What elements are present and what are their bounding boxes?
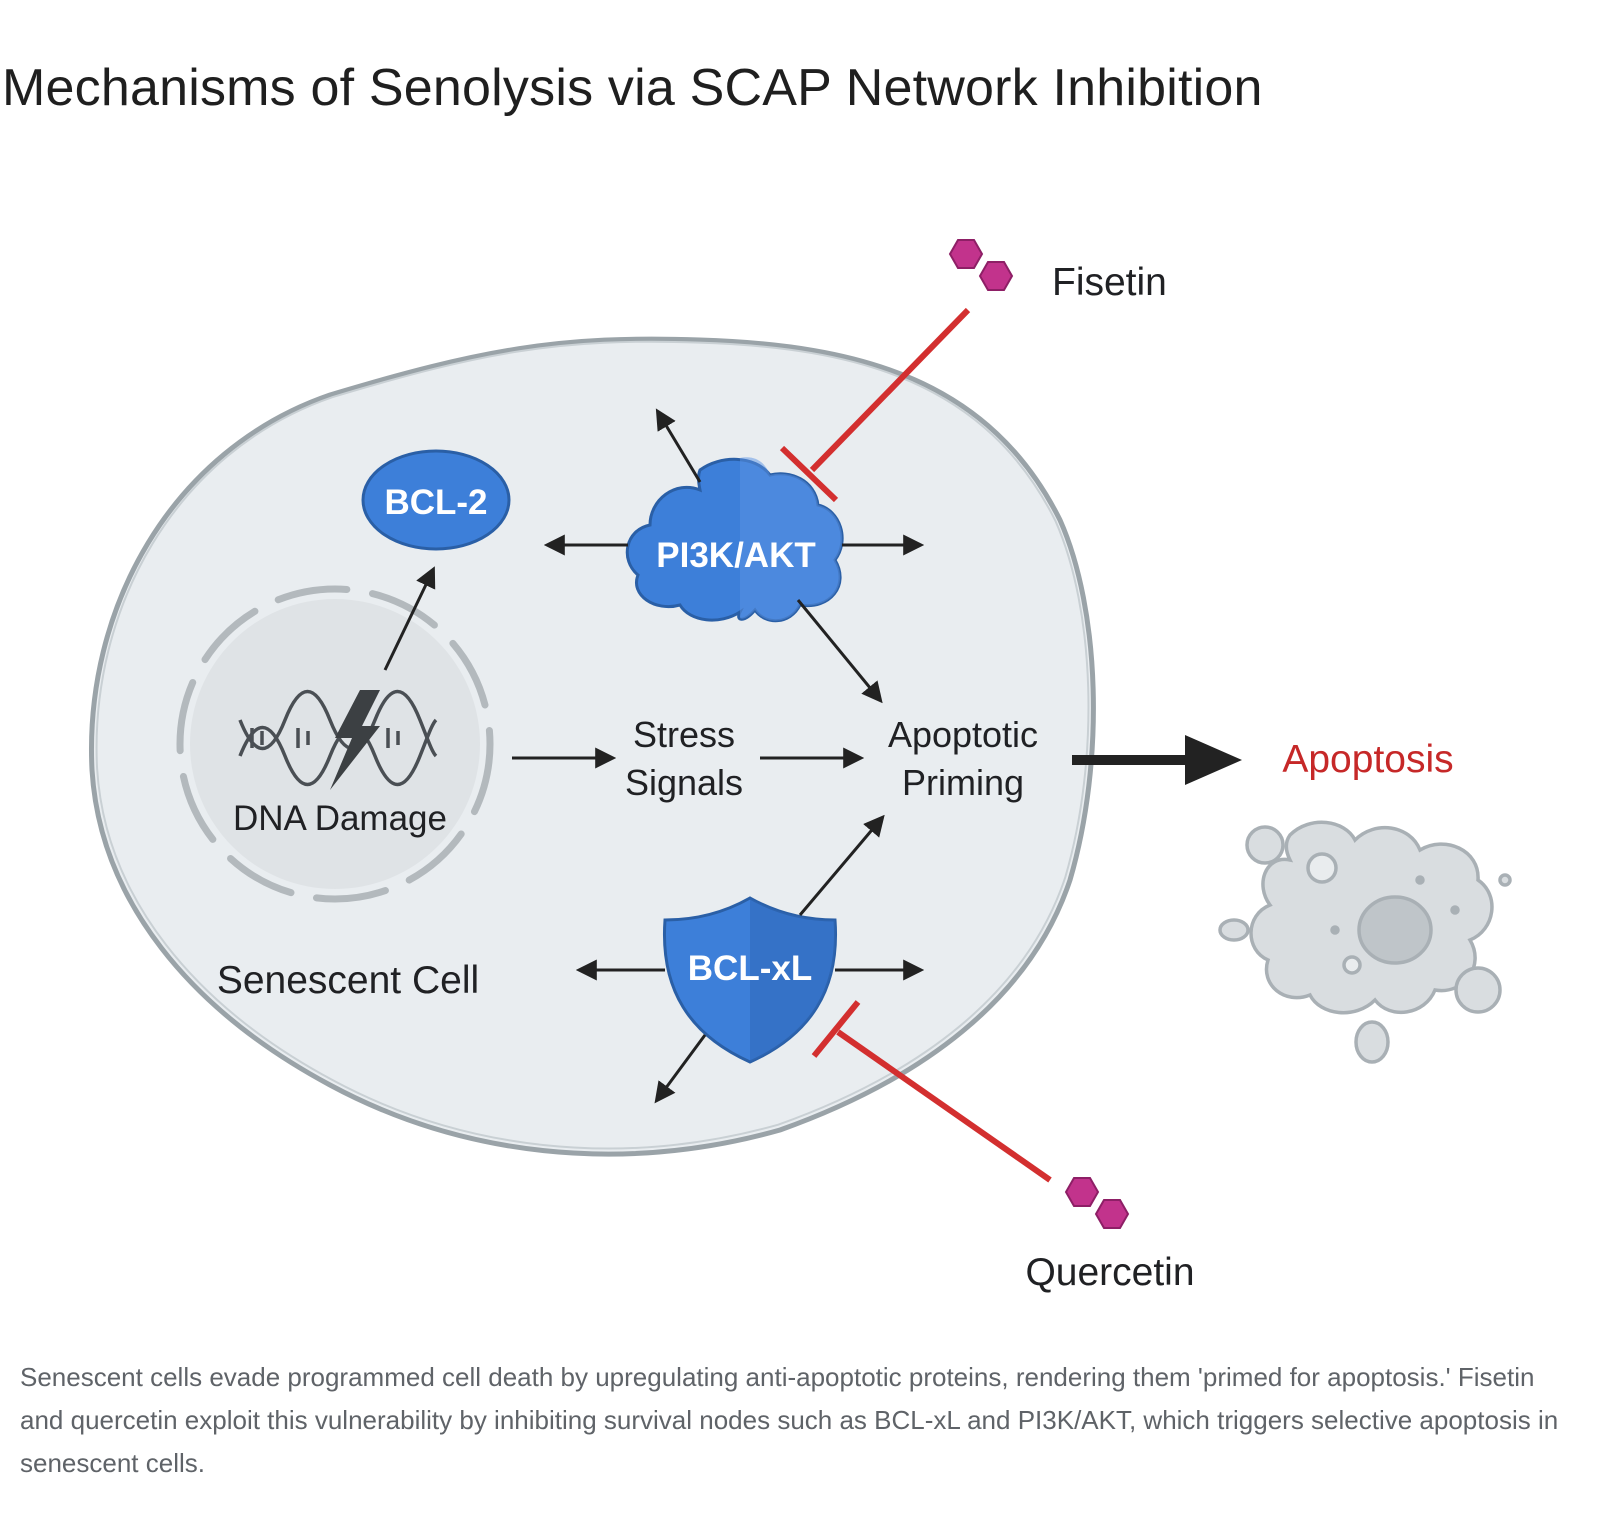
quercetin-label: Quercetin — [1025, 1251, 1194, 1294]
bcl2-label: BCL-2 — [384, 483, 487, 522]
bcl2-node: BCL-2 — [361, 449, 511, 551]
page-title: Mechanisms of Senolysis via SCAP Network… — [2, 59, 1263, 117]
quercetin-inhibition — [811, 1000, 1052, 1183]
stress-signals-label-line2: Signals — [625, 762, 743, 803]
bcl-xl-node: BCL-xL — [662, 896, 838, 1064]
quercetin-molecule-icon — [1064, 1177, 1130, 1229]
senolysis-diagram: DNA Damage BCL-2 PI3K/AKT Stress Signals… — [88, 239, 1512, 1294]
dna-helix-icon — [238, 689, 438, 787]
bcl-xl-label: BCL-xL — [688, 949, 812, 988]
pi3k-akt-label: PI3K/AKT — [656, 536, 815, 575]
apoptotic-priming-label-line2: Priming — [902, 762, 1024, 803]
senescent-cell-label: Senescent Cell — [217, 959, 479, 1002]
fisetin-molecule-icon — [948, 239, 1014, 291]
pi3k-akt-node: PI3K/AKT — [625, 457, 844, 623]
fisetin-label: Fisetin — [1052, 261, 1167, 304]
figure-caption: Senescent cells evade programmed cell de… — [20, 1362, 1559, 1478]
apoptosis-label: Apoptosis — [1282, 738, 1453, 781]
lightning-bolt-icon — [330, 690, 380, 790]
fragmented-cell-icon — [1218, 820, 1512, 1064]
dna-damage-label: DNA Damage — [233, 799, 447, 838]
apoptotic-priming-label-line1: Apoptotic — [888, 714, 1038, 755]
apoptosis-arrow — [1072, 735, 1242, 785]
fisetin-inhibition — [779, 307, 971, 503]
stress-signals-label-line1: Stress — [633, 714, 735, 755]
